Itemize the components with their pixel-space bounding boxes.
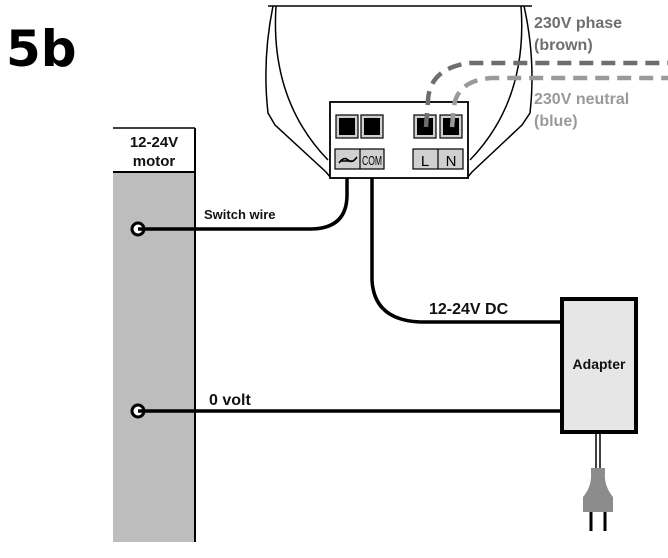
plug-icon — [583, 434, 613, 531]
motor-body — [113, 172, 195, 542]
switch-wire — [138, 178, 349, 231]
module-housing — [265, 5, 533, 179]
switch-symbol-icon — [338, 156, 358, 164]
switch-wire-label: Switch wire — [204, 207, 276, 222]
adapter: Adapter — [560, 297, 638, 434]
figure-label: 5b — [6, 20, 77, 78]
zero-volt-label: 0 volt — [209, 392, 251, 409]
motor-label-line2: motor — [133, 153, 176, 170]
terminal-label-n: N — [446, 153, 457, 170]
terminal-block: COM L N — [329, 101, 469, 179]
phase-label-line2: (brown) — [534, 37, 593, 54]
neutral-label-line1: 230V neutral — [534, 91, 629, 108]
mains-wires — [423, 60, 668, 128]
phase-wire — [423, 60, 668, 128]
neutral-wire — [449, 75, 668, 128]
adapter-label: Adapter — [573, 356, 626, 372]
neutral-label-line2: (blue) — [534, 113, 578, 130]
phase-label-line1: 230V phase — [534, 15, 622, 32]
dc-supply-label: 12-24V DC — [429, 301, 509, 318]
motor: 12-24V motor — [113, 127, 196, 542]
terminal-label-l: L — [421, 153, 429, 170]
terminal-label-com: COM — [362, 153, 382, 168]
motor-label-line1: 12-24V — [130, 134, 178, 151]
dc-supply-wire — [370, 178, 561, 324]
